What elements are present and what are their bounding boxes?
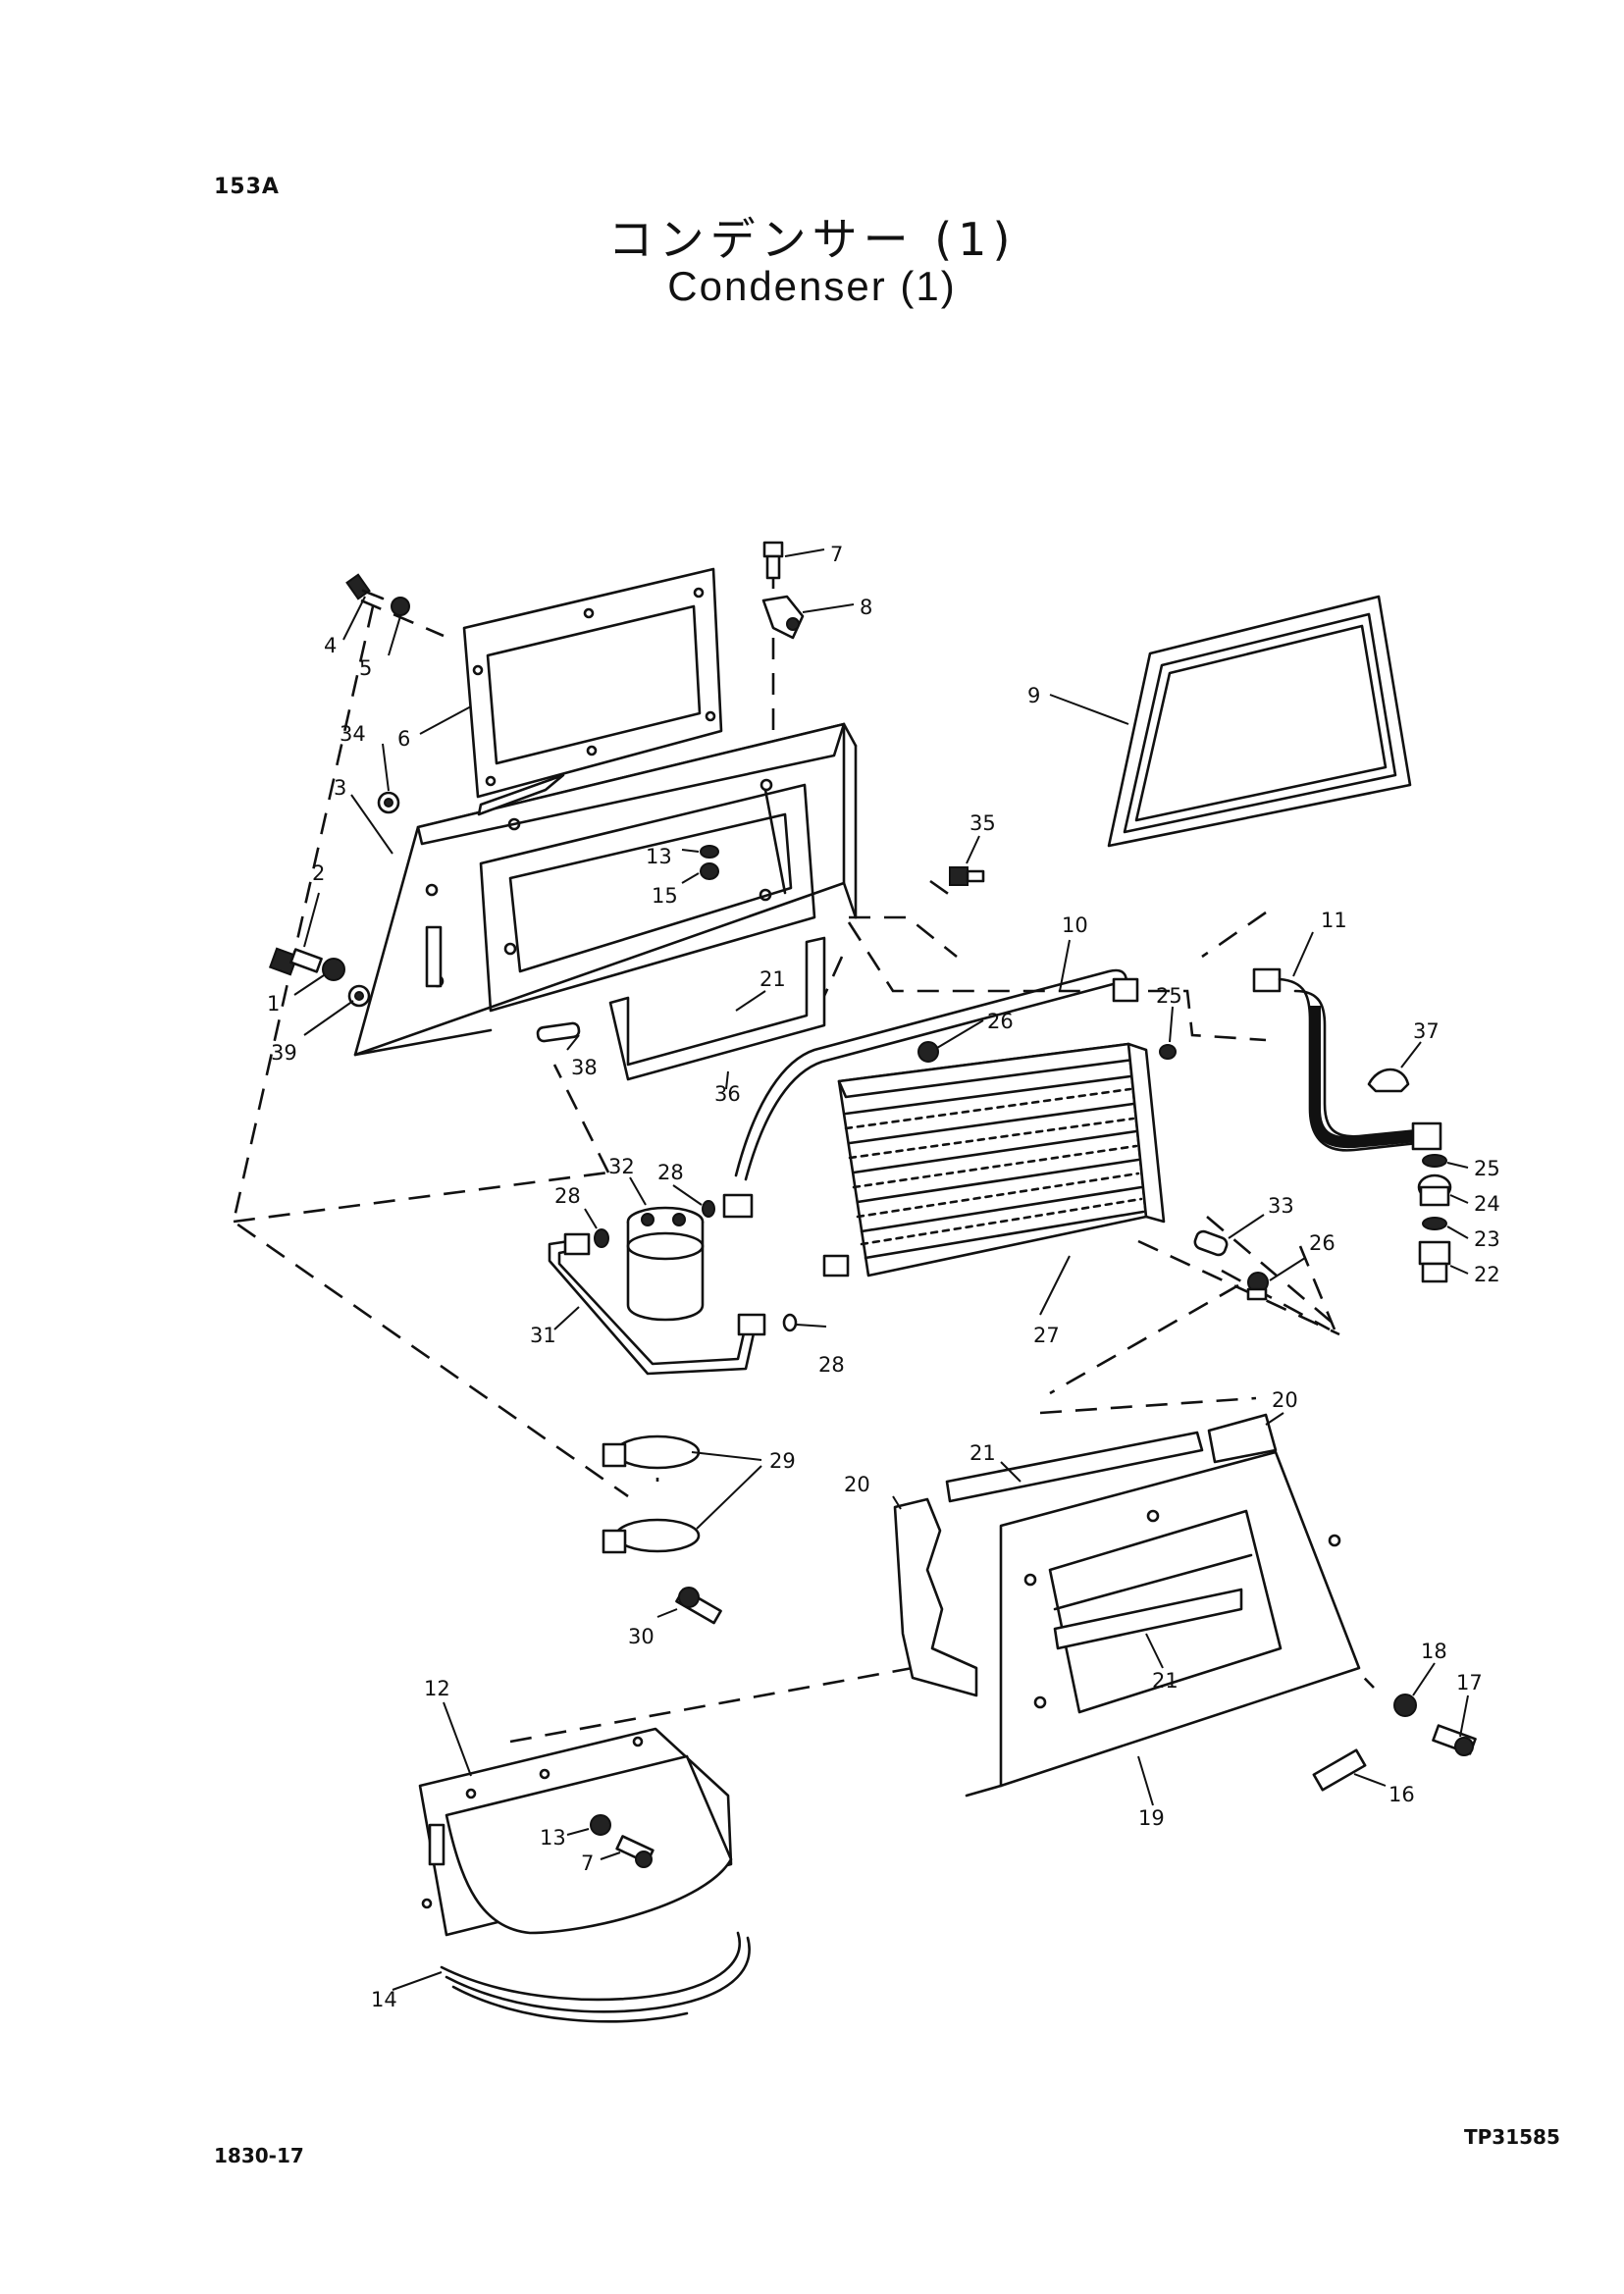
- callout-21: 21: [1152, 1669, 1179, 1693]
- part-fitting-stack-22-25: [1417, 1154, 1452, 1283]
- callout-20: 20: [1272, 1388, 1298, 1412]
- part-oring-25-upper: [1159, 1044, 1177, 1060]
- leader-lines: [293, 548, 1469, 1991]
- part-clamp-37: [1367, 1068, 1410, 1093]
- callout-26: 26: [1309, 1231, 1336, 1255]
- part-plug-34: [377, 791, 400, 814]
- part-washer-13-top: [700, 845, 719, 859]
- callout-23: 23: [1474, 1227, 1500, 1251]
- part-strip-21-middle: [945, 1431, 1204, 1503]
- callout-35: 35: [969, 811, 996, 835]
- callout-18: 18: [1421, 1640, 1447, 1663]
- part-fitting-tube10-end: [722, 1193, 754, 1219]
- part-bolt-26-lower: [1246, 1272, 1269, 1301]
- callout-14: 14: [371, 1988, 397, 2011]
- part-spacer-33: [1193, 1229, 1229, 1257]
- callout-9: 9: [1027, 684, 1040, 707]
- part-washer-18: [1393, 1694, 1417, 1717]
- part-plate-20-right: [1207, 1413, 1278, 1464]
- callout-13: 13: [540, 1826, 566, 1850]
- part-oring-28: [594, 1200, 798, 1332]
- condenser-fins: [844, 1074, 1145, 1260]
- callout-1: 1: [267, 992, 280, 1016]
- callout-6: 6: [397, 727, 410, 751]
- part-nut-39: [347, 984, 371, 1008]
- callout-28: 28: [554, 1184, 581, 1208]
- callout-7: 7: [830, 543, 843, 566]
- callout-21: 21: [969, 1441, 996, 1465]
- callout-4: 4: [324, 634, 337, 657]
- callout-8: 8: [860, 596, 872, 619]
- callout-27: 27: [1033, 1324, 1060, 1347]
- callout-2: 2: [312, 861, 325, 885]
- part-tube-10: [734, 968, 1139, 1181]
- callout-17: 17: [1456, 1671, 1483, 1694]
- callout-28: 28: [657, 1161, 684, 1184]
- callout-3: 3: [334, 776, 346, 800]
- part-bracket-8: [761, 595, 805, 640]
- title-english: Condenser (1): [667, 263, 957, 309]
- callout-25: 25: [1474, 1157, 1500, 1180]
- callout-37: 37: [1413, 1019, 1440, 1043]
- part-seal-9: [1107, 595, 1412, 848]
- callout-33: 33: [1268, 1194, 1294, 1218]
- callout-21: 21: [760, 967, 786, 991]
- callout-32: 32: [608, 1155, 635, 1178]
- callout-29: 29: [769, 1449, 796, 1473]
- part-strip-21-upper: [608, 936, 826, 1081]
- part-bolt-7-lower: [615, 1835, 655, 1868]
- part-pin-38: [536, 1021, 581, 1043]
- reference-number: TP31585: [1464, 2125, 1560, 2149]
- part-frame-3: [353, 722, 858, 1057]
- document-number: 1830-17: [214, 2144, 304, 2167]
- part-bolt-17: [1432, 1724, 1477, 1756]
- part-receiver-32: [626, 1206, 705, 1322]
- callout-38: 38: [571, 1056, 598, 1079]
- part-band-29: [602, 1434, 701, 1554]
- callout-numbers: 4 5 6 7 8 9 34 3 2 1 39 13 15 35 10 11 2…: [267, 543, 1500, 2011]
- part-bolt-35: [949, 866, 985, 886]
- callout-22: 22: [1474, 1263, 1500, 1286]
- part-washer-5: [391, 597, 410, 616]
- callout-34: 34: [340, 722, 366, 746]
- callout-20: 20: [844, 1473, 870, 1496]
- callout-10: 10: [1062, 913, 1088, 937]
- part-washer-1: [322, 958, 345, 981]
- callout-16: 16: [1388, 1783, 1415, 1806]
- callout-39: 39: [271, 1041, 297, 1065]
- part-clip-16: [1312, 1748, 1367, 1792]
- callout-31: 31: [530, 1324, 556, 1347]
- callout-12: 12: [424, 1677, 450, 1700]
- part-bolt-2: [268, 947, 323, 976]
- callout-30: 30: [628, 1625, 655, 1648]
- callout-24: 24: [1474, 1192, 1500, 1216]
- part-condenser-core-27: [822, 1041, 1166, 1277]
- part-bolt-4: [345, 573, 385, 600]
- callout-5: 5: [359, 656, 372, 680]
- callout-15: 15: [652, 884, 678, 908]
- callout-13: 13: [646, 845, 672, 868]
- callout-28: 28: [818, 1353, 845, 1377]
- callout-26: 26: [987, 1010, 1014, 1033]
- part-tube-31: [548, 1232, 766, 1376]
- part-hose-11: [1252, 967, 1442, 1152]
- part-seal-14: [440, 1931, 751, 2023]
- callout-7: 7: [581, 1851, 594, 1875]
- part-plate-6: [462, 567, 723, 799]
- part-nut-15: [700, 862, 719, 880]
- callout-19: 19: [1138, 1806, 1165, 1830]
- callout-25: 25: [1156, 984, 1182, 1008]
- part-duct-12: [418, 1727, 733, 1937]
- callout-11: 11: [1321, 909, 1347, 932]
- part-bolt-30: [675, 1587, 722, 1625]
- part-strip-21-lower: [1053, 1588, 1243, 1650]
- part-plate-20-left: [893, 1497, 978, 1697]
- callout-36: 36: [714, 1082, 741, 1106]
- part-washer-13-lower: [590, 1814, 611, 1836]
- title-japanese: コンデンサー (1): [607, 213, 1017, 266]
- page-code: 153A: [214, 175, 280, 199]
- part-bolt-7-top: [762, 541, 784, 580]
